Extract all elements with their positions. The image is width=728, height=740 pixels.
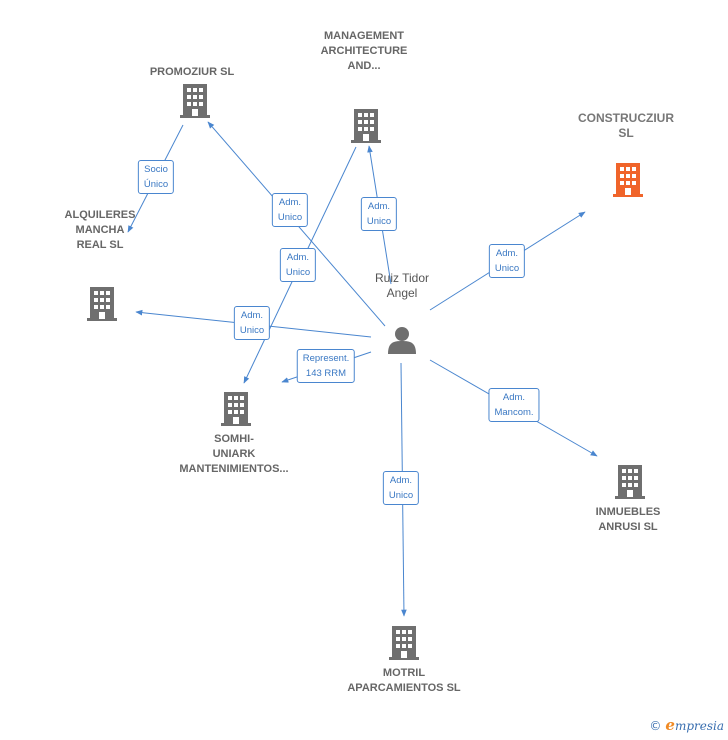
node-label-somhi[interactable]: SOMHI- UNIARK MANTENIMIENTOS...	[179, 433, 289, 475]
building-icon-construcziur[interactable]	[613, 163, 643, 197]
building-icon-motril[interactable]	[389, 626, 419, 660]
node-label-center[interactable]: Ruiz Tidor Angel	[374, 271, 430, 300]
node-label-promoziur[interactable]: PROMOZIUR SL	[149, 66, 235, 78]
node-label-construcziur[interactable]: CONSTRUCZIUR SL	[578, 111, 674, 140]
node-label-management[interactable]: MANAGEMENT ARCHITECTURE AND...	[320, 30, 408, 72]
building-icon-somhi[interactable]	[221, 392, 251, 426]
icons-layer	[87, 84, 645, 660]
edge-label-center-construcziur[interactable]: Adm. Unico	[488, 244, 526, 278]
building-icon-alquileres[interactable]	[87, 287, 117, 321]
person-icon[interactable]	[388, 327, 416, 354]
node-label-inmuebles[interactable]: INMUEBLES ANRUSI SL	[595, 506, 661, 533]
edge-label-center-somhi[interactable]: Represent. 143 RRM	[296, 349, 356, 383]
edge-label-center-inmuebles[interactable]: Adm. Mancom.	[488, 388, 540, 422]
copyright-icon: ©	[649, 719, 662, 733]
building-icon-promoziur[interactable]	[180, 84, 210, 118]
building-icon-inmuebles[interactable]	[615, 465, 645, 499]
edge-label-promoziur-alquileres[interactable]: Socio Único	[137, 160, 175, 194]
edge-label-management-somhi[interactable]: Adm. Unico	[279, 248, 317, 282]
edge-label-center-management[interactable]: Adm. Unico	[360, 197, 398, 231]
brand-initial: e	[665, 716, 675, 734]
building-icon-management[interactable]	[351, 109, 381, 143]
node-label-motril[interactable]: MOTRIL APARCAMIENTOS SL	[347, 667, 461, 694]
edge-label-center-alquileres[interactable]: Adm. Unico	[233, 306, 271, 340]
edge-label-center-motril[interactable]: Adm. Unico	[382, 471, 420, 505]
footer-brand[interactable]: ©empresia	[649, 716, 724, 734]
brand-name: mpresia	[674, 719, 724, 733]
edge-label-center-promoziur[interactable]: Adm. Unico	[271, 193, 309, 227]
node-label-alquileres[interactable]: ALQUILERES MANCHA REAL SL	[64, 209, 136, 251]
